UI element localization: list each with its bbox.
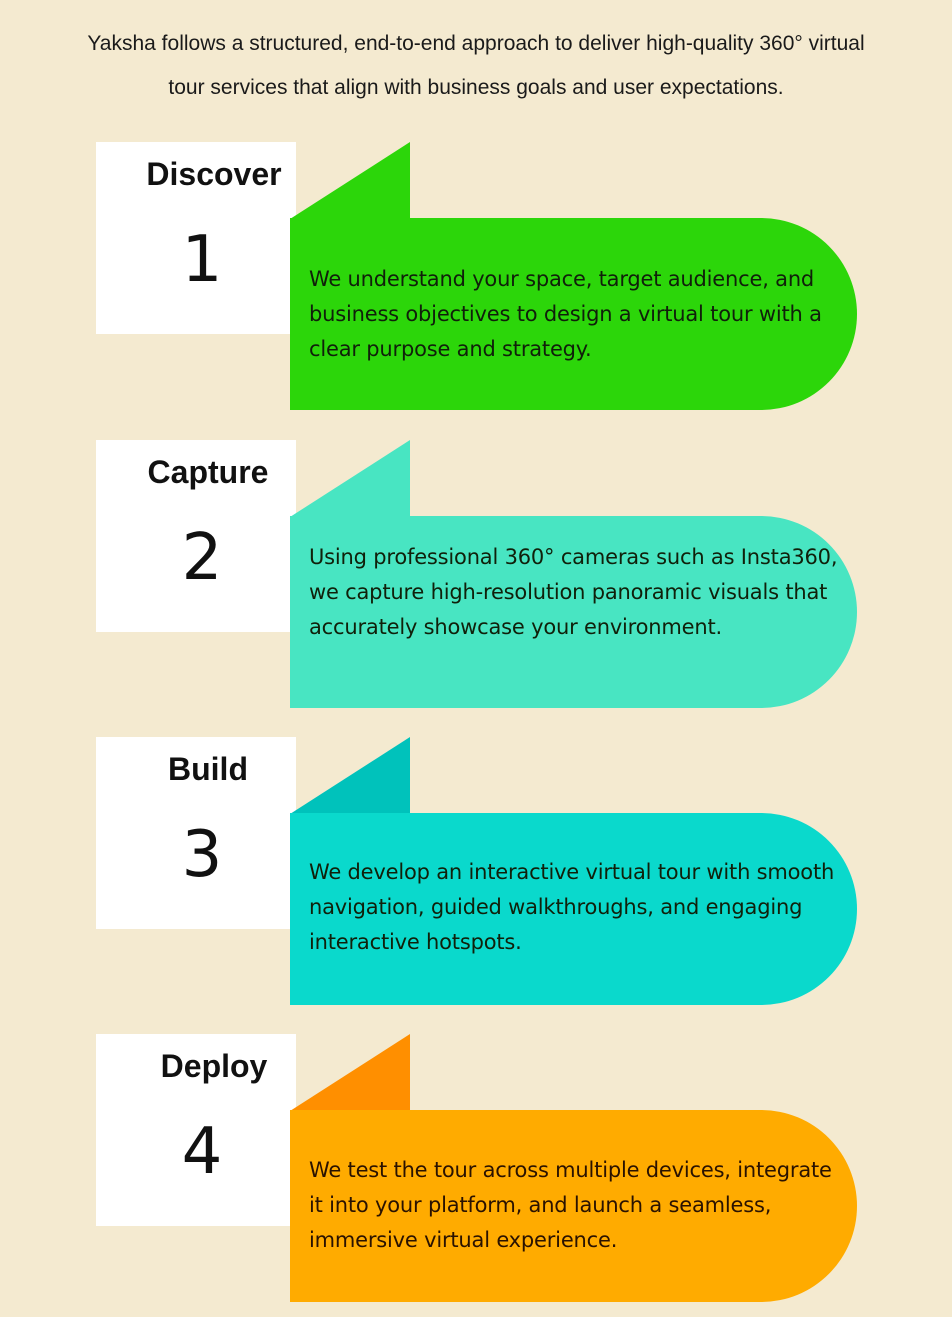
- step-title: Deploy: [160, 1048, 268, 1084]
- step-description: We develop an interactive virtual tour w…: [309, 860, 835, 954]
- step-card: [96, 440, 296, 632]
- step-build: Build 3 We develop an interactive virtua…: [0, 737, 952, 1007]
- step-number: 4: [181, 1115, 223, 1189]
- step-number: 3: [181, 818, 223, 892]
- intro-line-2: tour services that align with business g…: [168, 76, 784, 99]
- step-capture: Capture 2 Using professional 360° camera…: [0, 440, 952, 710]
- step-deploy: Deploy 4 We test the tour across multipl…: [0, 1034, 952, 1304]
- step-description-box: [290, 516, 857, 708]
- step-description: We understand your space, target audienc…: [309, 267, 822, 361]
- step-description-box: [290, 813, 857, 1005]
- step-card: [96, 142, 296, 334]
- step-description-box: [290, 1110, 857, 1302]
- step-title: Build: [168, 751, 248, 787]
- fold-triangle-icon: [290, 440, 410, 517]
- step-description: We test the tour across multiple devices…: [309, 1158, 832, 1252]
- step-card: [96, 1034, 296, 1226]
- step-title: Discover: [146, 156, 282, 192]
- step-number: 1: [181, 223, 223, 297]
- intro-line-1: Yaksha follows a structured, end-to-end …: [87, 32, 865, 55]
- step-description-box: [290, 218, 857, 410]
- step-discover: Discover 1 We understand your space, tar…: [0, 142, 952, 412]
- step-number: 2: [181, 521, 223, 595]
- step-description: Using professional 360° cameras such as …: [309, 545, 838, 639]
- step-title: Capture: [147, 454, 269, 490]
- fold-triangle-icon: [290, 142, 410, 219]
- intro-text: Yaksha follows a structured, end-to-end …: [0, 22, 952, 110]
- fold-triangle-icon: [290, 1034, 410, 1111]
- step-card: [96, 737, 296, 929]
- fold-triangle-icon: [290, 737, 410, 814]
